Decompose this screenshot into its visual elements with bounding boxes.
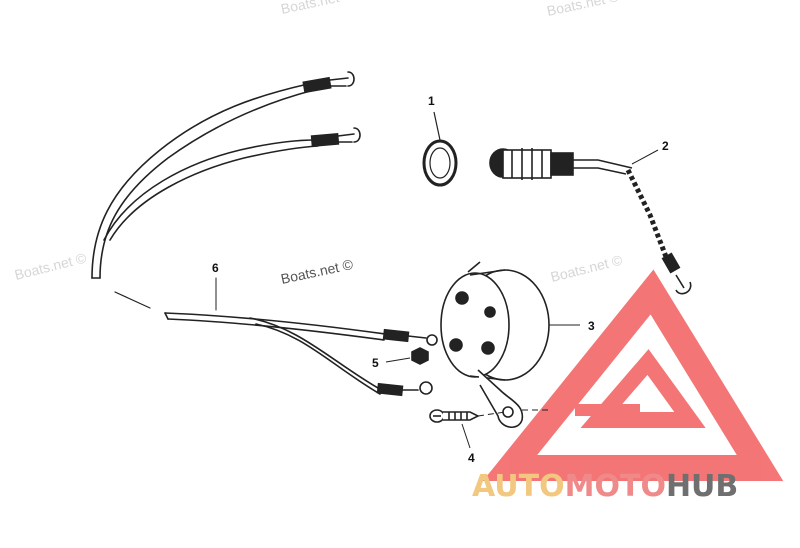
mounting-screw-part — [429, 409, 506, 449]
watermark-top-right: Boats.net © — [545, 0, 621, 19]
svg-text:AUTOMOTOHUB: AUTOMOTOHUB — [472, 469, 738, 504]
watermark-mid-right: Boats.net © — [549, 251, 625, 284]
lock-ring-part — [422, 111, 458, 187]
watermark-mid-center: Boats.net © — [279, 256, 355, 287]
lead-wire-lower — [114, 277, 438, 397]
watermark-mid-left: Boats.net © — [13, 249, 89, 282]
logo-triangle-icon — [482, 269, 784, 481]
callout-4: 4 — [468, 451, 475, 465]
callout-5: 5 — [372, 356, 379, 370]
callout-3: 3 — [588, 319, 595, 333]
callout-2: 2 — [662, 139, 669, 153]
automotohub-logo: AUTOMOTOHUB — [472, 269, 784, 504]
nut-part — [385, 347, 429, 365]
switch-plunger-part — [489, 148, 692, 295]
switch-body-part — [440, 261, 580, 428]
callout-1: 1 — [428, 94, 435, 108]
logo-text-hub: HUB — [666, 469, 738, 504]
logo-text-auto: AUTO — [472, 469, 565, 504]
logo-text-moto: MOTO — [565, 469, 666, 504]
lead-wire-upper — [91, 71, 361, 279]
callout-6: 6 — [212, 261, 219, 275]
watermark-top-left: Boats.net © — [279, 0, 355, 17]
